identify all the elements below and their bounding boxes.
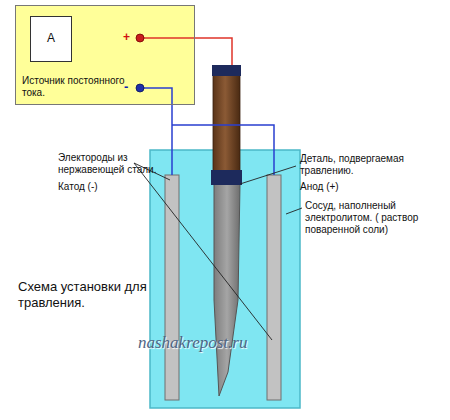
source-caption: Источник постоянного тока. <box>22 75 134 98</box>
ammeter-symbol: A <box>31 32 71 46</box>
diagram-title: Схема установки для травления. <box>18 279 148 310</box>
knife-guard <box>211 170 242 185</box>
power-source-body <box>15 5 195 105</box>
positive-sign: + <box>123 30 135 44</box>
anode-label: Анод (+) <box>300 181 390 193</box>
power-source-box: Источник постоянного тока. A <box>15 5 195 105</box>
cathode-electrode-right <box>267 175 281 400</box>
electrodes-label: Электороды из нержавеющей стали. <box>58 152 168 176</box>
anode-wire <box>140 38 232 65</box>
cathode-electrode-left <box>165 175 179 400</box>
ammeter-box: A <box>30 16 72 62</box>
watermark: nashakrepost.ru <box>138 333 338 353</box>
knife-handle <box>213 75 240 172</box>
negative-sign: - <box>124 79 136 95</box>
cathode-wire <box>172 125 274 175</box>
leader-line <box>240 166 296 184</box>
positive-terminal <box>136 34 144 42</box>
cathode-label: Катод (-) <box>58 181 148 193</box>
knife-pommel <box>212 65 241 76</box>
leader-line <box>286 208 302 214</box>
cathode-wire <box>140 88 172 175</box>
knife-blade <box>214 184 240 396</box>
leader-line <box>134 163 272 340</box>
vessel-label: Сосуд, наполненый электролитом. ( раство… <box>305 200 433 236</box>
workpiece-label: Деталь, подвергаемая травлению. <box>300 153 420 177</box>
negative-terminal <box>136 84 144 92</box>
